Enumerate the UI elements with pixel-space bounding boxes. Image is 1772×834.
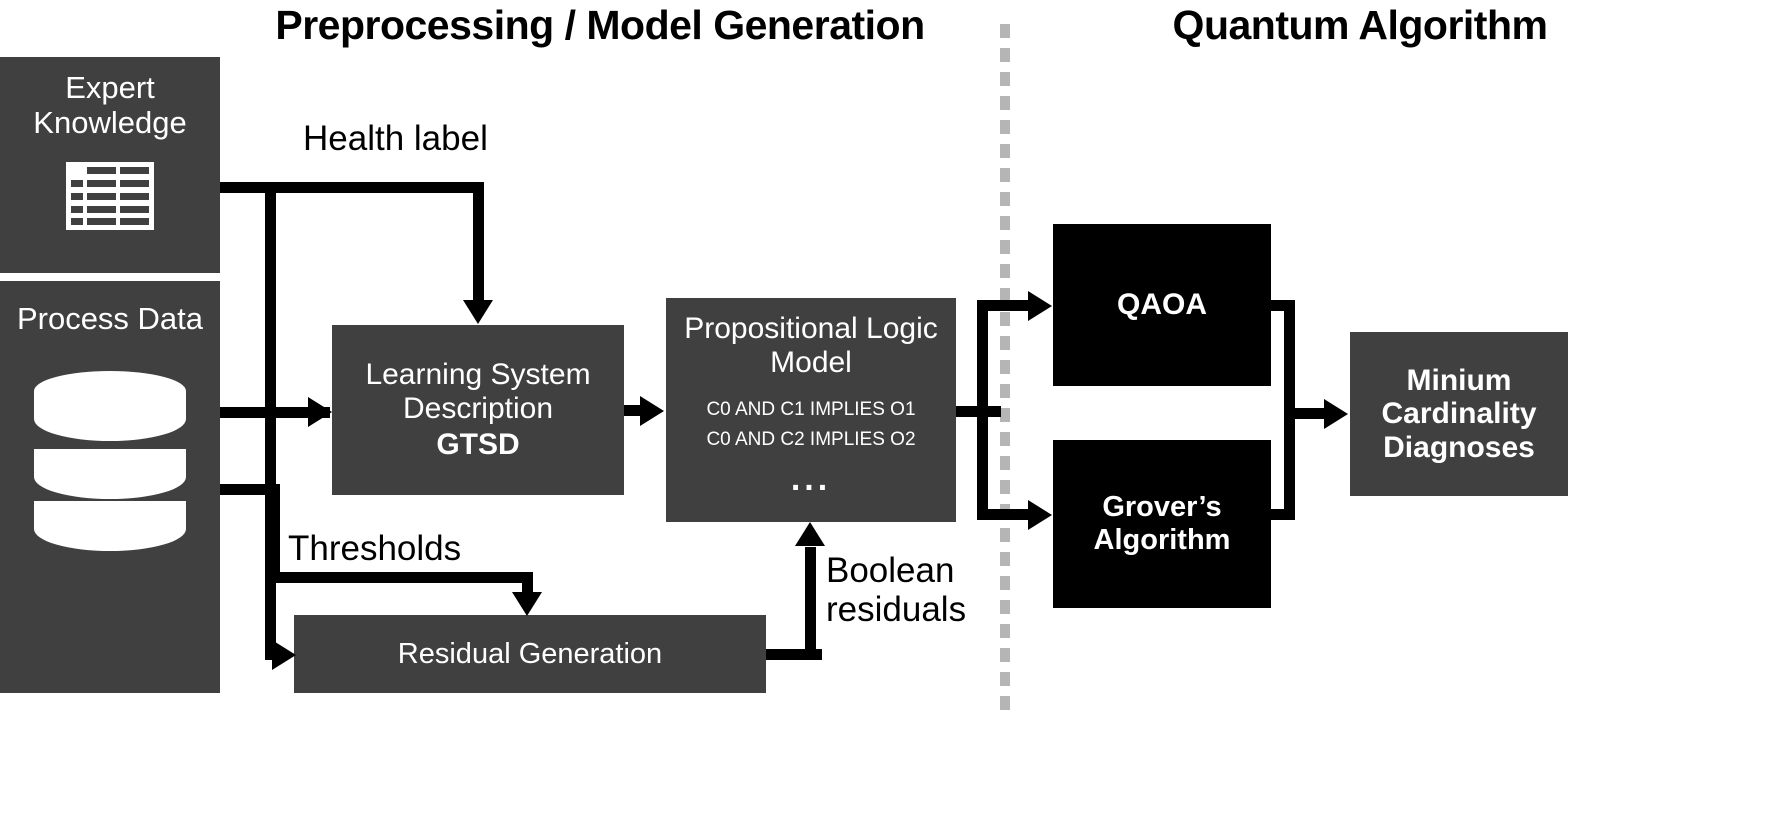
edge-grover-out-horizontal	[1271, 509, 1295, 520]
arrow-process-into-gtsd	[308, 397, 332, 427]
grover-label-line2: Algorithm	[1093, 524, 1231, 556]
arrow-into-minimum-cardinality-diagnoses	[1324, 399, 1348, 429]
box-grovers-algorithm: Grover’s Algorithm	[1053, 440, 1271, 608]
edge-thresholds-horizontal	[269, 572, 533, 583]
table-icon	[66, 162, 154, 231]
edge-thresholds-vertical-left	[269, 484, 280, 579]
edge-plm-to-qaoa-horizontal	[977, 300, 1037, 311]
box-residual-generation: Residual Generation	[294, 615, 766, 693]
arrow-into-qaoa	[1028, 291, 1052, 321]
edge-expert-branch-vertical	[265, 182, 276, 660]
gtsd-label-line1: Learning System	[365, 358, 591, 392]
grover-label-line1: Grover’s	[1102, 490, 1222, 523]
plm-label-line1: Propositional Logic	[684, 312, 938, 345]
edge-boolean-residuals-vertical	[805, 547, 816, 660]
section-title-preprocessing: Preprocessing / Model Generation	[275, 2, 925, 48]
box-learning-system-description: Learning System Description GTSD	[332, 325, 624, 495]
edge-process-thresholds-stub	[220, 484, 280, 495]
edge-label-boolean-residuals: Boolean residuals	[826, 551, 967, 629]
residual-generation-label: Residual Generation	[397, 637, 663, 670]
box-expert-knowledge: Expert Knowledge	[0, 57, 220, 273]
edge-process-tap-node	[265, 407, 276, 418]
arrow-health-label-into-gtsd	[463, 300, 493, 324]
plm-label-line2: Model	[770, 345, 852, 379]
edge-expert-to-gtsd-horizontal	[220, 182, 484, 193]
boolean-residuals-line2: residuals	[826, 589, 967, 629]
plm-ellipsis: ...	[790, 460, 832, 499]
arrow-expert-into-residual-generation	[272, 640, 296, 670]
section-divider-dashed-line	[1000, 24, 1010, 716]
box-propositional-logic-model: Propositional Logic Model C0 AND C1 IMPL…	[666, 298, 956, 522]
edge-qaoa-out-horizontal	[1271, 300, 1295, 311]
plm-formula-list: C0 AND C1 IMPLIES O1 C0 AND C2 IMPLIES O…	[706, 395, 915, 454]
edge-merge-to-diagnoses-horizontal	[1284, 408, 1332, 419]
expert-knowledge-label-line2: Knowledge	[33, 104, 187, 140]
edge-plm-to-grover-horizontal	[977, 509, 1037, 520]
box-minimum-cardinality-diagnoses: Minium Cardinality Diagnoses	[1350, 332, 1568, 496]
expert-knowledge-label-line1: Expert	[65, 70, 155, 105]
min-card-label-line2: Cardinality	[1381, 397, 1537, 431]
arrow-gtsd-into-plm	[640, 396, 664, 426]
min-card-label-line3: Diagnoses	[1383, 430, 1535, 464]
qaoa-label: QAOA	[1117, 287, 1207, 321]
gtsd-label-line2: Description	[402, 391, 554, 425]
section-title-quantum-algorithm: Quantum Algorithm	[1172, 2, 1548, 48]
box-qaoa: QAOA	[1053, 224, 1271, 386]
arrow-boolean-residuals-into-plm	[795, 522, 825, 546]
edge-label-thresholds: Thresholds	[288, 529, 462, 568]
arrow-thresholds-into-residual-generation	[512, 592, 542, 616]
process-data-label: Process Data	[16, 301, 204, 336]
edge-thresholds-vertical-right	[522, 572, 533, 597]
edge-label-health-label: Health label	[303, 119, 488, 158]
plm-formula: C0 AND C1 IMPLIES O1	[706, 399, 916, 421]
min-card-label-line1: Minium	[1406, 363, 1512, 397]
edge-gtsd-to-plm-horizontal	[624, 405, 648, 416]
edge-residual-to-plm-horizontal	[766, 649, 822, 660]
boolean-residuals-line1: Boolean	[826, 551, 955, 590]
database-cylinder-icon	[34, 370, 186, 551]
gtsd-acronym: GTSD	[436, 428, 520, 462]
box-process-data: Process Data	[0, 281, 220, 693]
edge-health-label-vertical	[473, 182, 484, 300]
plm-formula: C0 AND C2 IMPLIES O2	[706, 428, 916, 450]
arrow-into-grover	[1028, 500, 1052, 530]
edge-plm-split-vertical	[977, 300, 988, 520]
